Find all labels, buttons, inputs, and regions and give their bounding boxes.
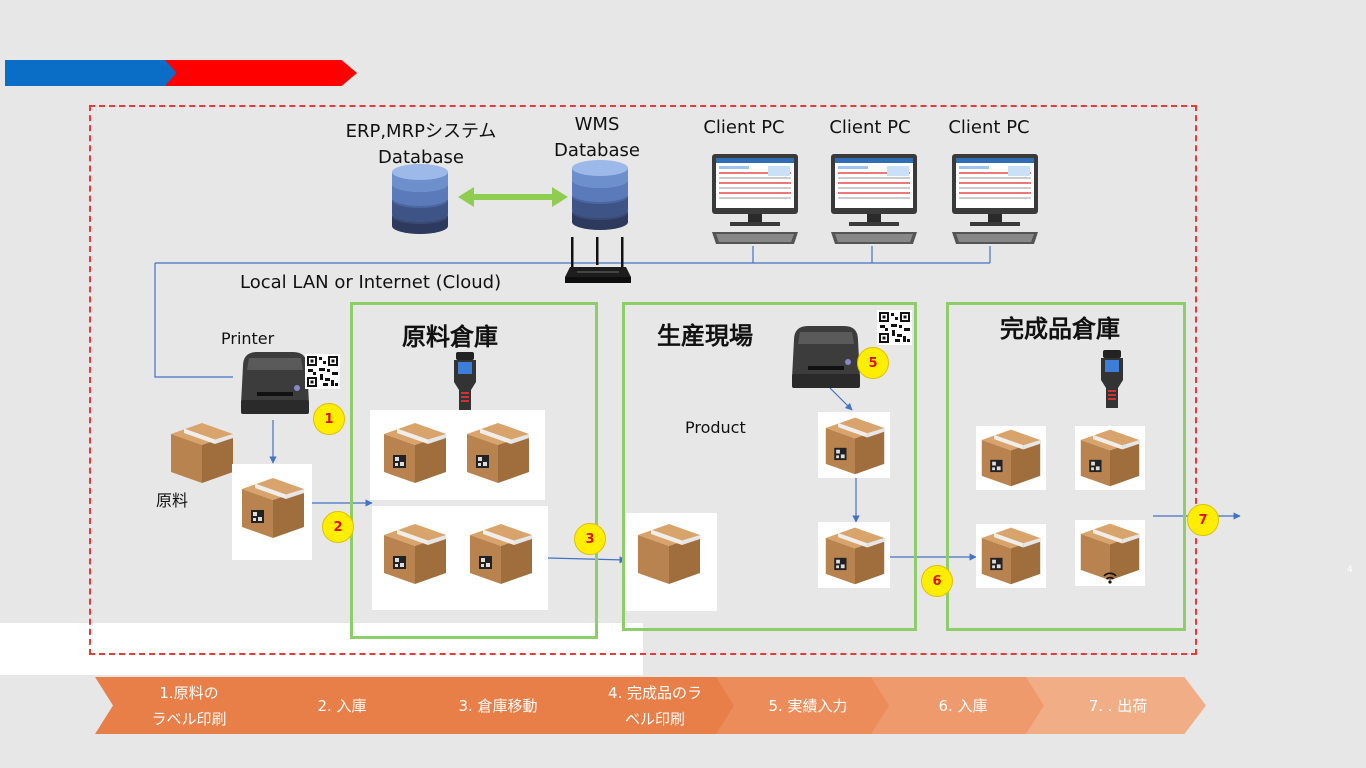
step-6: 6. 入庫	[871, 677, 1051, 734]
white-patch	[0, 623, 643, 675]
label-printer-icon-2	[786, 322, 866, 392]
printer-label: Printer	[221, 329, 275, 348]
warehouse-box-icon-1	[380, 417, 450, 487]
finished-box-icon-3	[976, 522, 1046, 588]
step-badge-2: 2	[322, 511, 354, 543]
raw-box-icon	[167, 417, 237, 487]
header-bar-red	[165, 60, 357, 86]
zone-finished-warehouse	[946, 302, 1186, 631]
handheld-scanner-icon-2	[1100, 350, 1124, 410]
client-pc-label-3: Client PC	[948, 117, 1030, 138]
client-pc-label-1: Client PC	[703, 117, 785, 138]
raw-material-label: 原料	[156, 491, 189, 510]
production-input-box-icon	[634, 518, 704, 588]
warehouse-box-icon-3	[380, 518, 450, 588]
step-2: 2. 入庫	[250, 677, 430, 734]
finished-box-icon-2	[1075, 424, 1145, 490]
qr-code-icon-1	[305, 354, 340, 389]
zone-raw-warehouse	[350, 302, 598, 639]
router-icon	[563, 237, 633, 287]
step-badge-1: 1	[313, 403, 345, 435]
desktop-pc-icon-1	[710, 152, 800, 248]
step-4-line1: 4. 完成品のラ	[607, 683, 703, 702]
client-pc-label-2: Client PC	[829, 117, 911, 138]
step-2-label: 2. 入庫	[317, 696, 367, 715]
finished-box-icon-1	[976, 424, 1046, 490]
handheld-scanner-icon-1	[453, 352, 477, 412]
step-badge-5: 5	[857, 347, 889, 379]
system-boundary	[89, 105, 1197, 655]
wms-db-label-2: Database	[554, 140, 640, 161]
warehouse-box-icon-2	[463, 417, 533, 487]
step-4-line2: ベル印刷	[624, 709, 685, 728]
step-1-line1: 1.原料の	[159, 683, 219, 702]
zone-title-production: 生産現場	[657, 322, 753, 350]
rfid-wireless-icon	[1103, 572, 1117, 584]
step-3: 3. 倉庫移動	[406, 677, 586, 734]
desktop-pc-icon-2	[829, 152, 919, 248]
step-5: 5. 実績入力	[716, 677, 896, 734]
step-4: 4. 完成品のラベル印刷	[561, 677, 741, 734]
step-7-label: 7. . 出荷	[1088, 696, 1148, 715]
erp-db-label-1: ERP,MRPシステム	[345, 121, 497, 142]
step-1: 1.原料のラベル印刷	[95, 677, 275, 734]
network-label: Local LAN or Internet (Cloud)	[240, 272, 502, 293]
step-3-label: 3. 倉庫移動	[458, 696, 538, 715]
step-1-line2: ラベル印刷	[151, 709, 227, 728]
step-7: 7. . 出荷	[1026, 677, 1206, 734]
step-5-label: 5. 実績入力	[768, 696, 848, 715]
step-6-label: 6. 入庫	[938, 696, 988, 715]
zone-title-raw-warehouse: 原料倉庫	[402, 323, 498, 351]
qr-code-icon-2	[877, 310, 912, 345]
page-number: 4	[1347, 565, 1353, 575]
product-box-icon-2	[820, 522, 890, 588]
step-badge-6: 6	[921, 565, 953, 597]
warehouse-box-icon-4	[466, 518, 536, 588]
product-label: Product	[685, 418, 746, 437]
wms-database-icon	[570, 160, 630, 230]
label-printer-icon-1	[235, 348, 315, 418]
zone-production	[622, 302, 917, 631]
wms-db-label-1: WMS	[574, 114, 620, 135]
product-box-icon-1	[820, 412, 890, 478]
labeled-raw-box-icon	[238, 472, 308, 542]
erp-database-icon	[390, 164, 450, 234]
step-badge-3: 3	[574, 523, 606, 555]
zone-title-finished-warehouse: 完成品倉庫	[1000, 315, 1120, 343]
db-sync-arrow	[458, 187, 568, 207]
desktop-pc-icon-3	[950, 152, 1040, 248]
step-badge-7: 7	[1187, 504, 1219, 536]
header-bar-blue	[5, 60, 183, 86]
erp-db-label-2: Database	[378, 147, 464, 168]
